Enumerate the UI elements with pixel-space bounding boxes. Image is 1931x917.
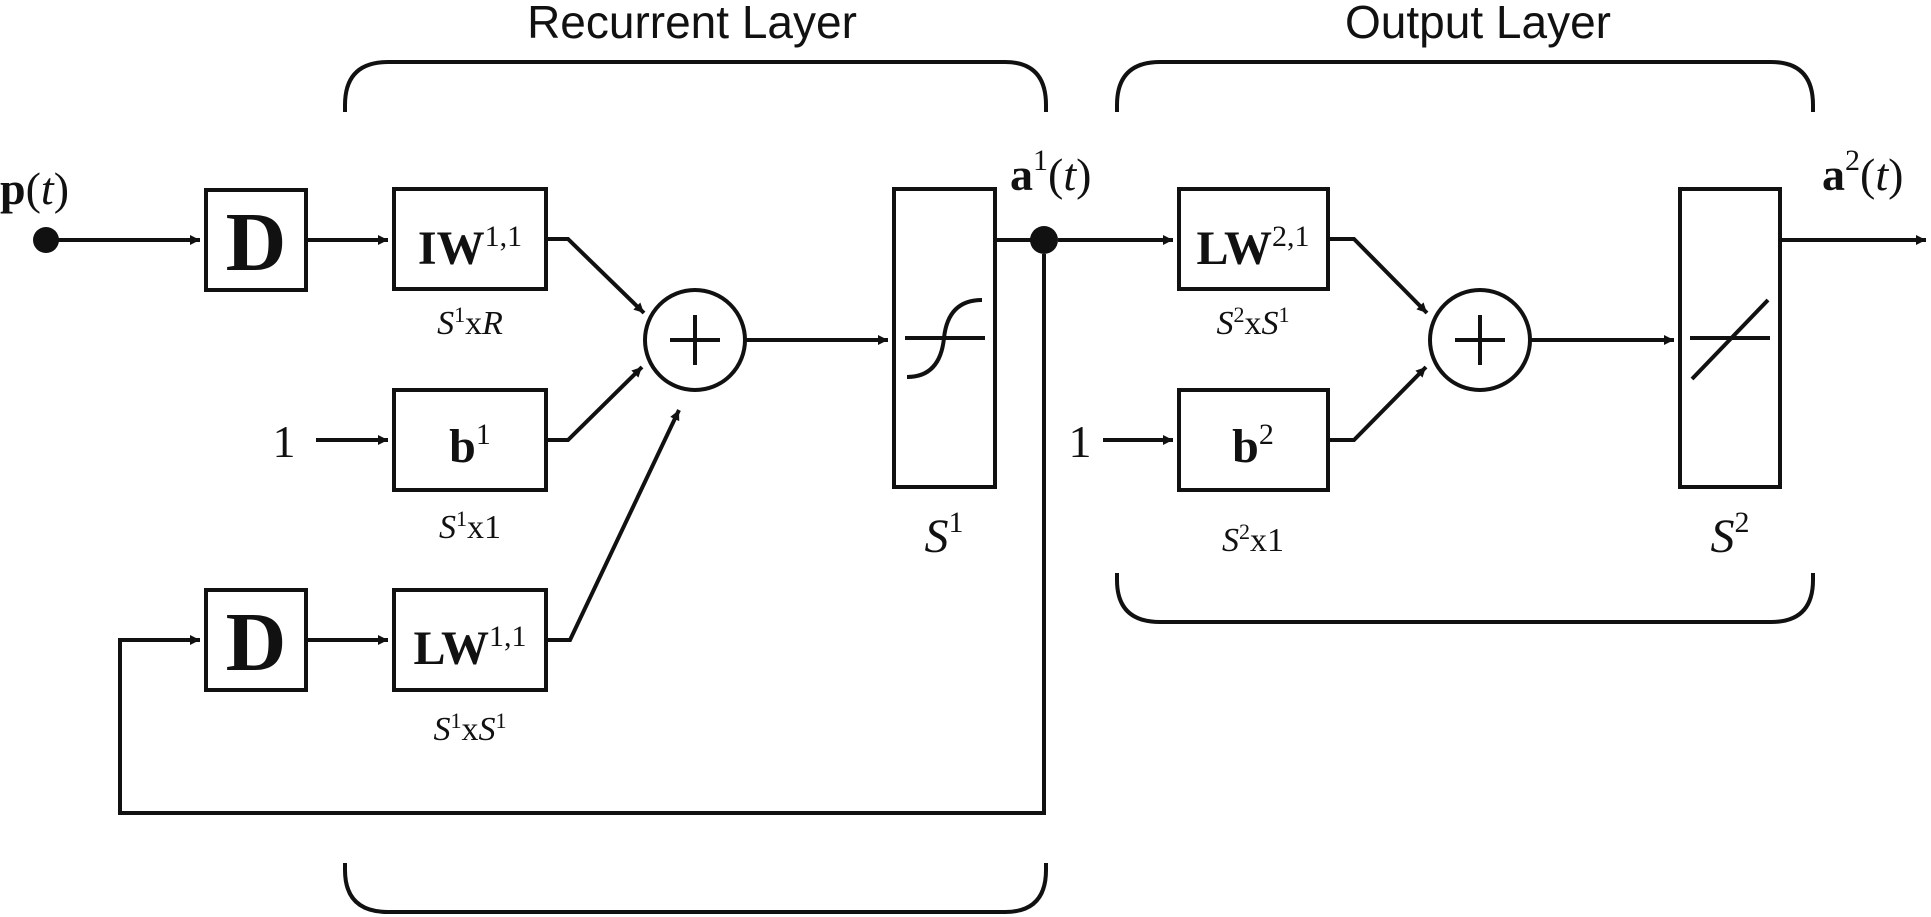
- b2-dimension: S2x1: [1222, 519, 1284, 559]
- input-signal-label: p(t): [0, 163, 69, 214]
- output-top-bracket: [1115, 60, 1815, 112]
- transfer2-size-label: S2: [1711, 506, 1750, 563]
- iw11-to-sum1-wire: [546, 237, 646, 315]
- lw21-label: LW2,1: [1196, 220, 1309, 275]
- input-node: [33, 227, 59, 253]
- lw11-label: LW1,1: [413, 620, 526, 675]
- recurrent-layer-title: Recurrent Layer: [527, 0, 857, 48]
- bias1-input-label: 1: [273, 416, 296, 467]
- transfer1-size-label: S1: [925, 506, 964, 563]
- b1-label: b1: [449, 418, 491, 473]
- recurrent-bottom-bracket: [343, 863, 1048, 914]
- output-layer-title: Output Layer: [1345, 0, 1611, 48]
- linear-line-icon: [1690, 298, 1770, 381]
- a1-branch-node: [1030, 226, 1058, 254]
- a1-signal-label: a1(t): [1010, 144, 1091, 200]
- a2-signal-label: a2(t): [1822, 144, 1903, 200]
- lw21-dimension: S2xS1: [1217, 302, 1290, 342]
- b1-to-sum1-wire: [546, 365, 644, 442]
- b2-label: b2: [1232, 418, 1274, 473]
- bias2-input-label: 1: [1069, 416, 1092, 467]
- b1-dimension: S1x1: [439, 506, 501, 546]
- lw11-weight-block: [392, 588, 548, 692]
- iw11-label: IW1,1: [418, 220, 522, 275]
- input-delay-label: D: [226, 196, 287, 289]
- b1-bias-block: [392, 388, 548, 492]
- recurrent-top-bracket: [343, 60, 1048, 112]
- sigmoid-curve-icon: [906, 298, 983, 379]
- feedback-loop-wire: [118, 254, 1046, 815]
- lw21-to-sum2-wire: [1328, 237, 1429, 315]
- output-bottom-bracket: [1115, 573, 1815, 624]
- lw11-to-sum1-wire: [546, 409, 681, 642]
- iw11-dimension: S1xR: [437, 302, 503, 342]
- lw11-dimension: S1xS1: [434, 708, 507, 748]
- b2-to-sum2-wire: [1328, 365, 1428, 442]
- feedback-delay-label: D: [226, 596, 287, 689]
